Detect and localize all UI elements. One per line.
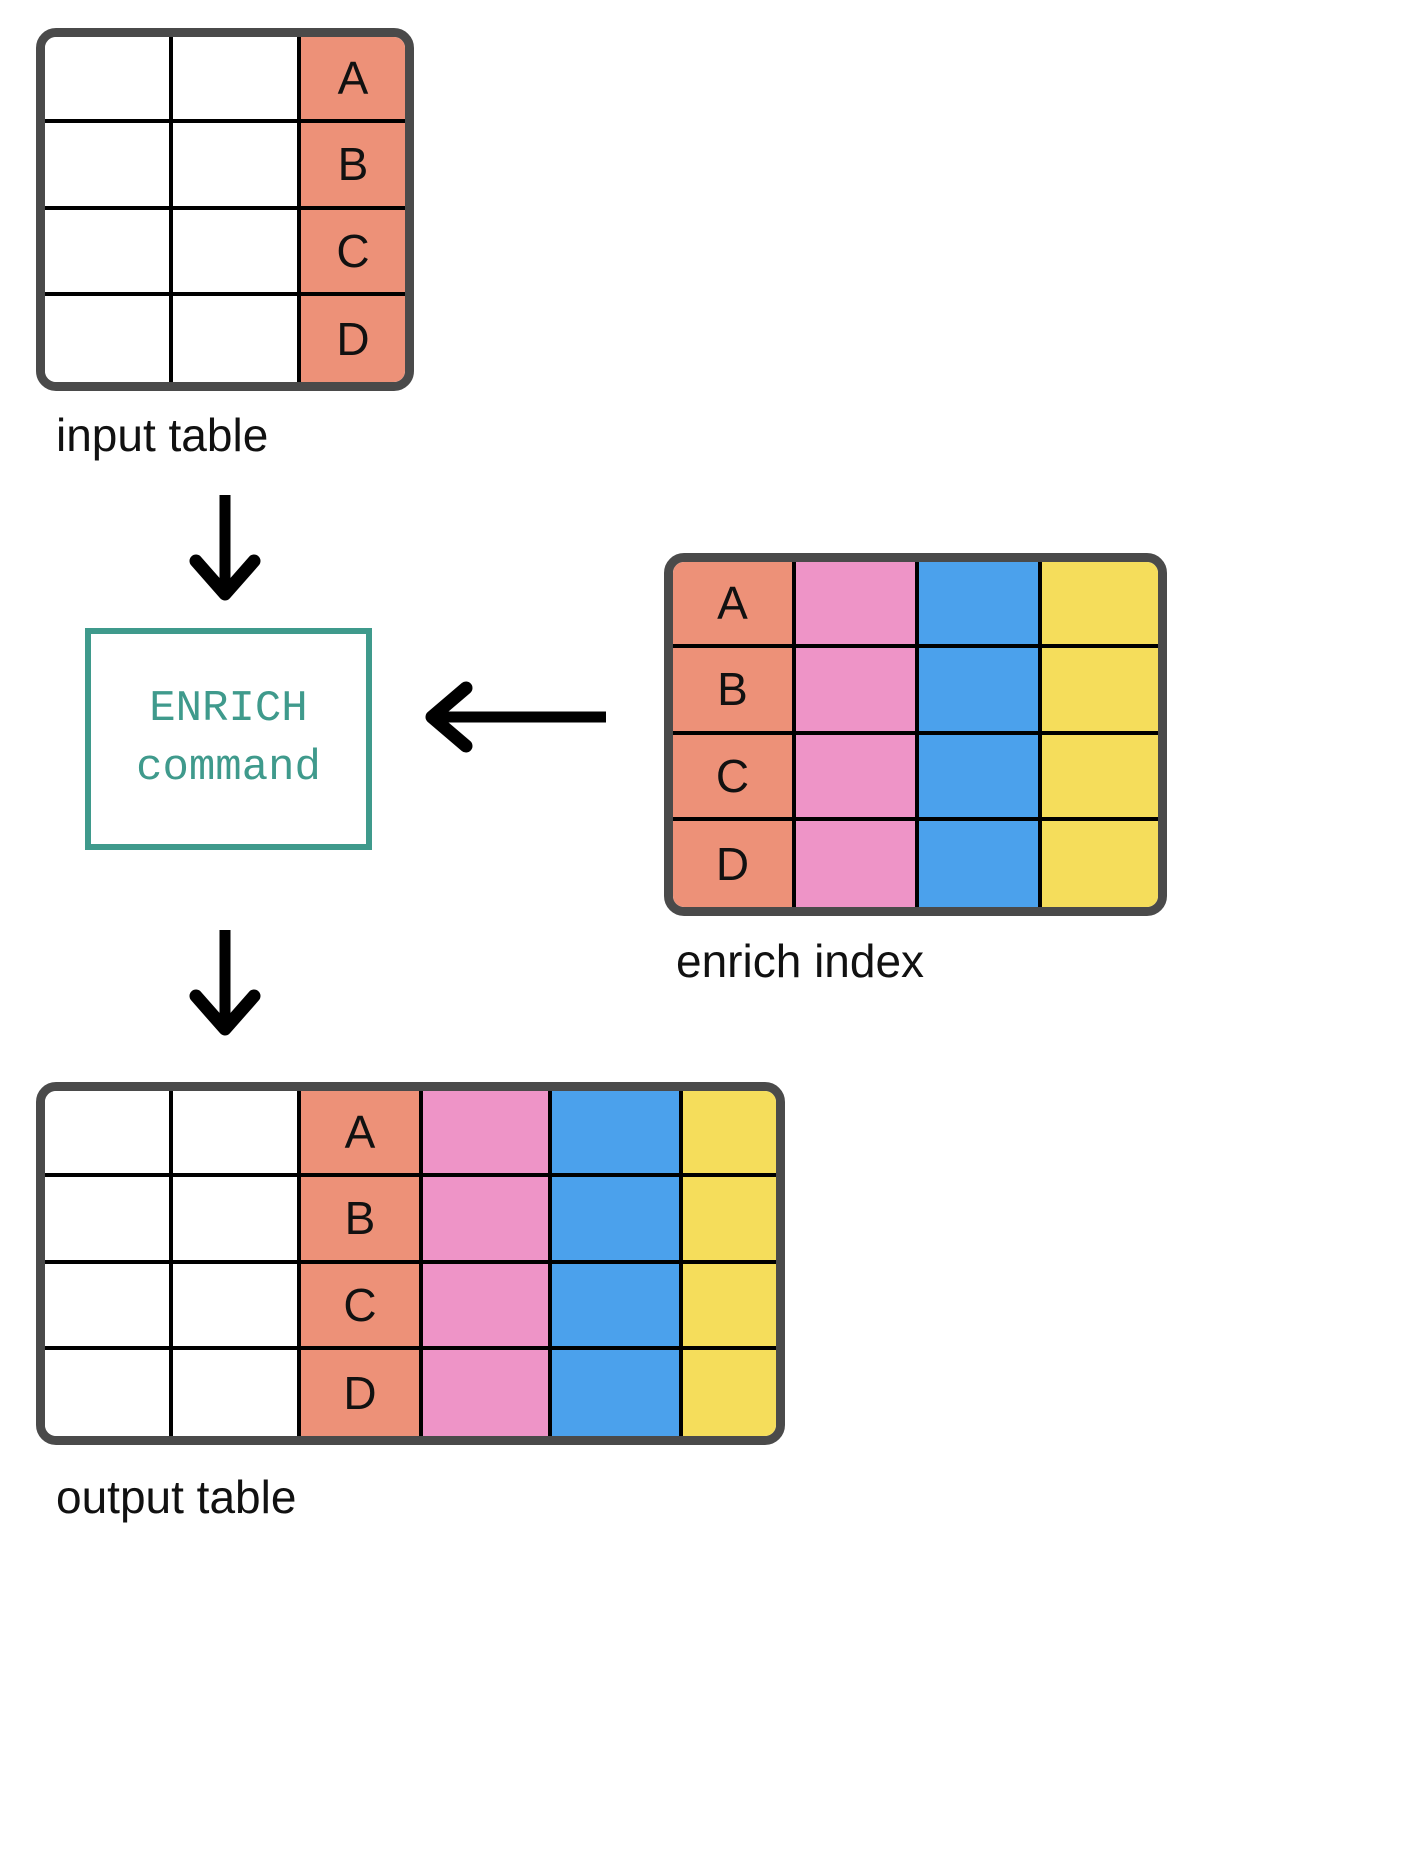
output-table-cell [552,1177,683,1264]
input-table-cell [173,209,301,296]
output-table-cell: D [301,1349,423,1436]
output-table-cell [45,1349,173,1436]
arrow-index-to-command [420,672,610,762]
output-table-cell [552,1263,683,1350]
input-table-cell [45,209,173,296]
arrow-input-to-command [186,495,276,605]
input-table-cell [173,295,301,382]
input-table-cell [45,295,173,382]
enrich-index-cell [919,734,1042,821]
output-table-cell [173,1349,301,1436]
output-table-row: A [45,1091,776,1178]
enrich-index-cell: D [673,820,796,907]
input-table-caption: input table [56,409,269,461]
enrich-index-cell [796,648,919,735]
enrich-index-cell [1042,820,1158,907]
enrich-index-cell [1042,648,1158,735]
output-table-cell [683,1091,776,1178]
command-box-line-1: ENRICH [149,683,308,734]
input-table-cell: B [301,123,405,210]
input-table-cell [45,37,173,124]
enrich-index-cell [919,648,1042,735]
output-table-cell [173,1263,301,1350]
input-table-cell [173,123,301,210]
input-table-row: C [45,209,405,296]
output-table-cell [45,1263,173,1350]
enrich-index-cell [919,562,1042,649]
output-table-row: D [45,1349,776,1436]
output-table-row: C [45,1263,776,1350]
input-table-cell: A [301,37,405,124]
output-table-cell [173,1177,301,1264]
enrich-index-row: C [673,734,1158,821]
output-table-cell [423,1091,552,1178]
output-table-cell: C [301,1263,423,1350]
output-table-cell [552,1091,683,1178]
enrich-index-cell: A [673,562,796,649]
output-table-cell [552,1349,683,1436]
enrich-index-cell [796,734,919,821]
input-table-row: A [45,37,405,124]
enrich-command-box[interactable]: ENRICH command [85,628,372,850]
input-table-cell [173,37,301,124]
output-table-cell [683,1177,776,1264]
output-table-caption: output table [56,1471,297,1523]
output-table-cell [423,1177,552,1264]
output-table-cell [45,1091,173,1178]
arrow-command-to-output [186,930,276,1040]
input-table-row: B [45,123,405,210]
output-table-cell [45,1177,173,1264]
enrich-index-row: D [673,820,1158,907]
output-table-cell [683,1349,776,1436]
output-table-cell [683,1263,776,1350]
input-table-cell: D [301,295,405,382]
enrich-index-cell: C [673,734,796,821]
enrich-index-cell [1042,562,1158,649]
enrich-index-cell [919,820,1042,907]
enrich-index-cell: B [673,648,796,735]
output-table-cell [173,1091,301,1178]
enrich-index-cell [796,562,919,649]
command-box-line-2: command [136,743,321,793]
output-table-cell [423,1263,552,1350]
input-table-cell: C [301,209,405,296]
output-table-cell: A [301,1091,423,1178]
output-table-row: B [45,1177,776,1264]
enrich-index-row: B [673,648,1158,735]
enrich-index-caption: enrich index [676,935,925,987]
enrich-index-cell [796,820,919,907]
output-table-cell [423,1349,552,1436]
input-table-cell [45,123,173,210]
input-table-row: D [45,295,405,382]
enrich-index-row: A [673,562,1158,649]
enrich-index-cell [1042,734,1158,821]
output-table-cell: B [301,1177,423,1264]
